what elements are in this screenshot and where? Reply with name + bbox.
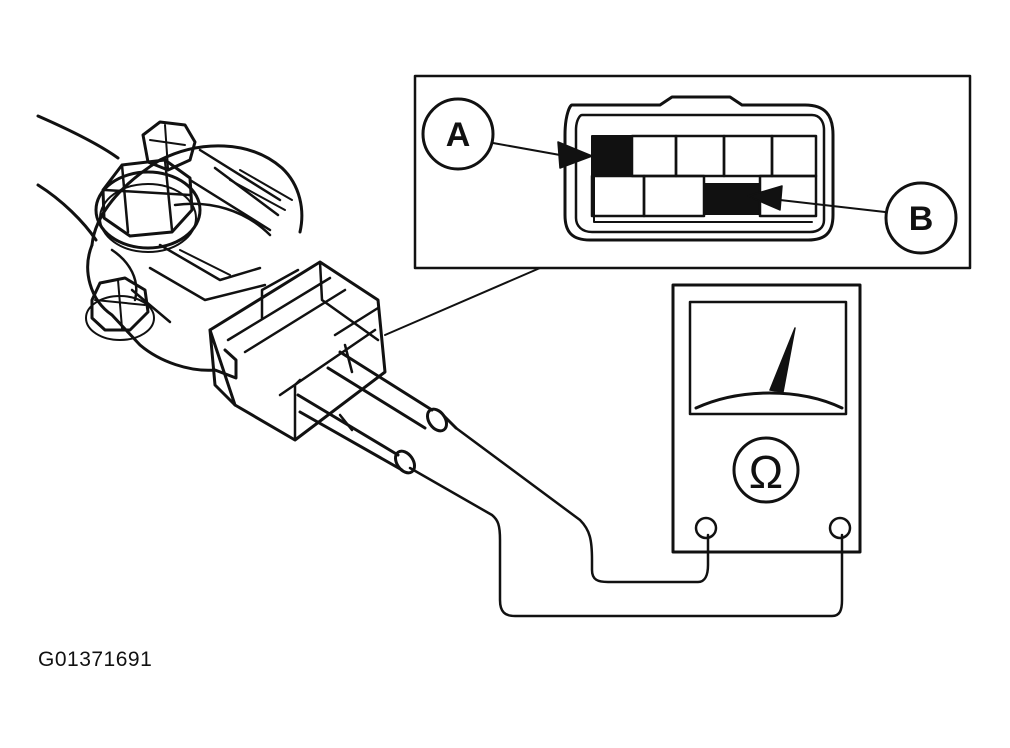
- lower-bolt: [85, 276, 155, 341]
- callout-a-circle: [421, 97, 495, 171]
- meter-terminal-right: [828, 516, 852, 540]
- connector-inset: A B: [413, 74, 972, 270]
- connector-plug: [208, 260, 387, 442]
- probe-lower: [296, 393, 417, 475]
- callout-a-label: A: [446, 116, 471, 154]
- test-leads: [408, 426, 844, 618]
- ohm-symbol: Ω: [749, 446, 783, 498]
- figure-id-label: G01371691: [38, 648, 153, 671]
- meter-needle: [769, 327, 796, 393]
- sensor-body: [36, 114, 304, 380]
- callout-b-label: B: [909, 200, 934, 238]
- center-nut: [94, 158, 202, 253]
- callout-b-circle: [884, 181, 958, 255]
- meter-terminal-left: [694, 516, 718, 540]
- probe-upper: [326, 350, 458, 433]
- inset-leader-line: [384, 267, 541, 336]
- ohmmeter: Ω: [671, 283, 862, 554]
- ohm-dial: [732, 436, 800, 504]
